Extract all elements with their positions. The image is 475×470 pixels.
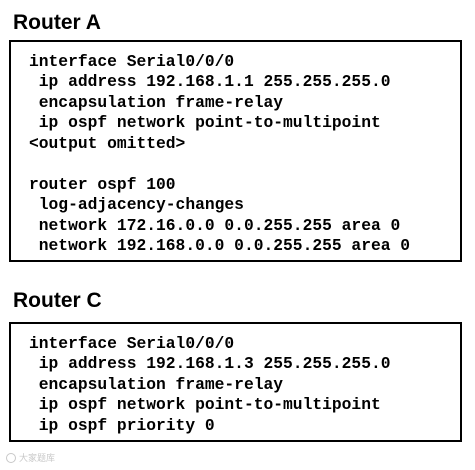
config-line: <output omitted>	[29, 134, 186, 153]
watermark: 大家题库	[6, 451, 55, 464]
config-line: network 172.16.0.0 0.0.255.255 area 0	[29, 216, 401, 235]
config-line: ip address 192.168.1.3 255.255.255.0	[29, 354, 391, 373]
router-a-title: Router A	[13, 11, 101, 34]
config-line: interface Serial0/0/0	[29, 334, 235, 353]
config-line: encapsulation frame-relay	[29, 375, 284, 394]
config-line: network 192.168.0.0 0.0.255.255 area 0	[29, 236, 411, 255]
router-c-config-box: interface Serial0/0/0 ip address 192.168…	[9, 322, 462, 442]
config-line: ip address 192.168.1.1 255.255.255.0	[29, 72, 391, 91]
watermark-logo-icon	[6, 452, 16, 463]
config-line: interface Serial0/0/0	[29, 52, 235, 71]
router-c-title: Router C	[13, 289, 102, 312]
config-line: encapsulation frame-relay	[29, 93, 284, 112]
config-line: log-adjacency-changes	[29, 195, 244, 214]
config-line: ip ospf network point-to-multipoint	[29, 395, 381, 414]
watermark-text: 大家题库	[19, 454, 56, 464]
config-line: ip ospf network point-to-multipoint	[29, 113, 381, 132]
config-line: ip ospf priority 0	[29, 416, 215, 435]
router-a-config-box: interface Serial0/0/0 ip address 192.168…	[9, 40, 462, 262]
config-line: router ospf 100	[29, 175, 176, 194]
